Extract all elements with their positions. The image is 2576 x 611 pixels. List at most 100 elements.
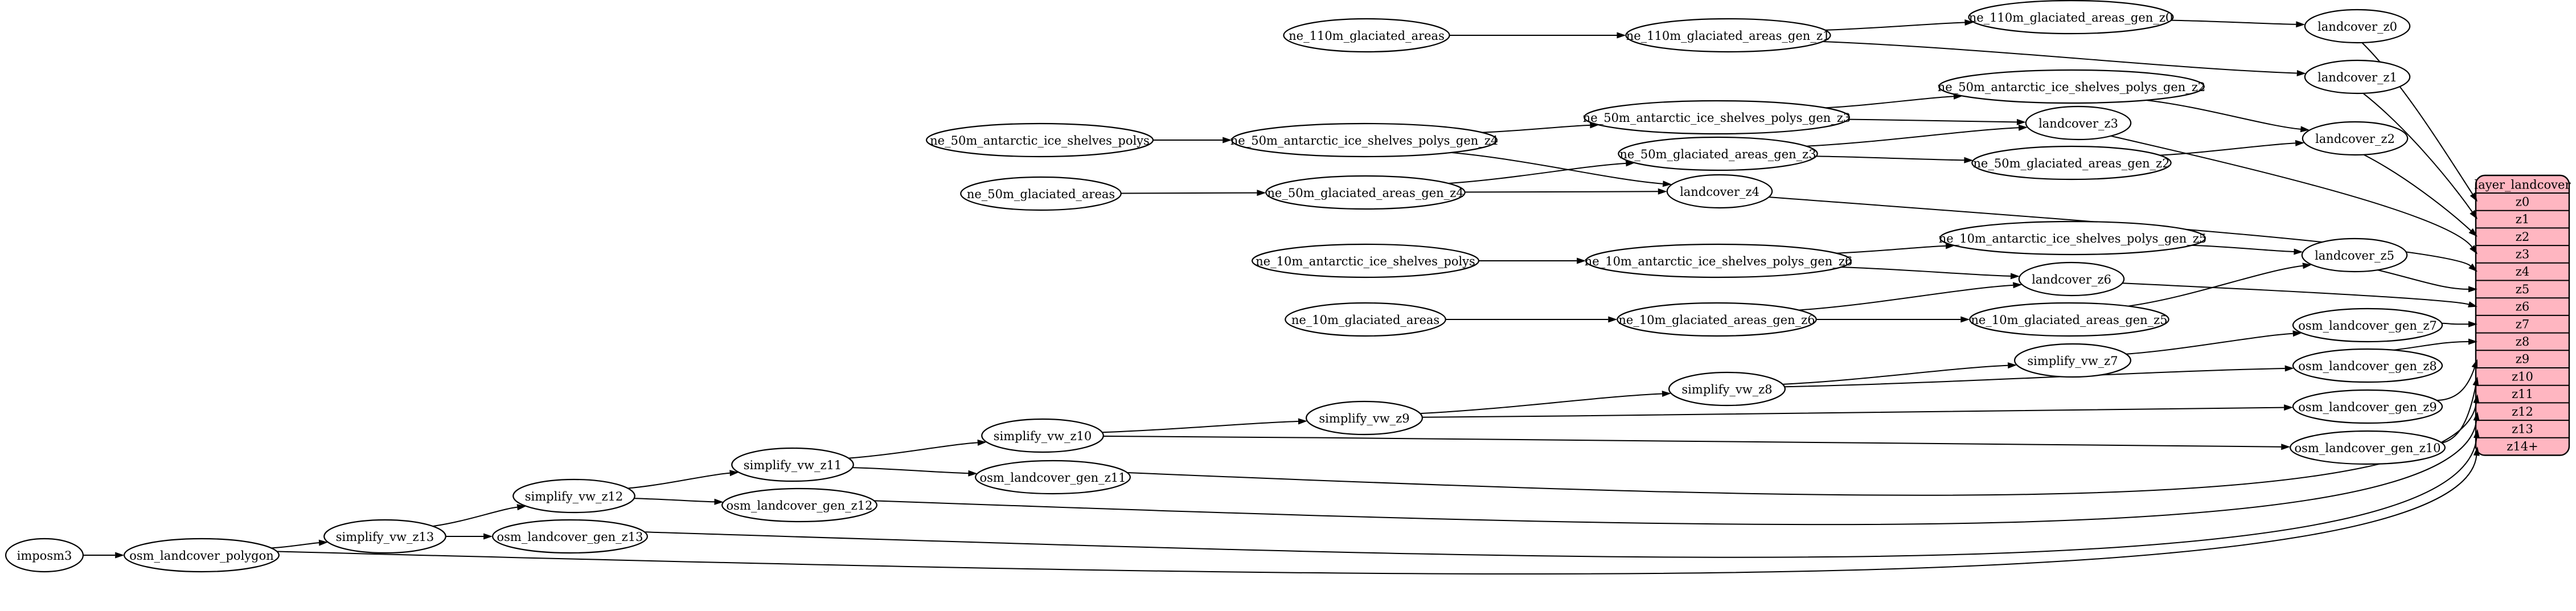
node-ellipse-ne_50m_antarctic_ice_shelves_polys [925,122,1154,158]
node-label-ne_50m_antarctic_ice_shelves_polys: ne_50m_antarctic_ice_shelves_polys [930,134,1150,147]
node-label-osm_landcover_gen_z9: osm_landcover_gen_z9 [2298,400,2437,414]
node-ellipse-osm_landcover_gen_z8 [2292,348,2443,383]
arrowhead-icon [318,539,329,546]
node-ellipse-ne_10m_antarctic_ice_shelves_polys_gen_z6 [1585,243,1852,278]
edge-landcover_z5-to-row-z5 [2377,269,2469,290]
node-label-ne_50m_antarctic_ice_shelves_polys_gen_z4: ne_50m_antarctic_ice_shelves_polys_gen_z… [1230,134,1499,147]
node-label-simplify_vw_z10: simplify_vw_z10 [994,429,1092,443]
node-simplify_vw_z7: simplify_vw_z7 [2014,343,2132,378]
edge-simplify_vw_z10-to-simplify_vw_z9 [1102,421,1298,433]
arrowhead-icon [1626,160,1635,167]
node-label-ne_110m_glaciated_areas: ne_110m_glaciated_areas [1289,29,1445,43]
arrowhead-icon [2468,321,2477,327]
edge-ne_50m_glaciated_areas_gen_z3-to-ne_50m_glaciated_areas_gen_z2 [1816,155,1964,161]
node-osm_landcover_gen_z11: osm_landcover_gen_z11 [975,460,1131,495]
node-label-ne_10m_antarctic_ice_shelves_polys: ne_10m_antarctic_ice_shelves_polys [1256,255,1475,268]
node-ne_10m_antarctic_ice_shelves_polys_gen_z6: ne_10m_antarctic_ice_shelves_polys_gen_z… [1585,243,1853,278]
arrowhead-icon [2473,394,2480,404]
node-ellipse-osm_landcover_gen_z10 [2290,430,2446,465]
node-ellipse-osm_landcover_gen_z9 [2292,389,2443,424]
node-label-ne_110m_glaciated_areas_gen_z0: ne_110m_glaciated_areas_gen_z0 [1969,11,2173,24]
node-ellipse-simplify_vw_z11 [731,447,854,482]
edge-ne_10m_antarctic_ice_shelves_polys_gen_z6-to-ne_10m_antarctic_ice_shelves_polys_gen_z5 [1836,245,1946,254]
node-label-ne_10m_glaciated_areas_gen_z6: ne_10m_glaciated_areas_gen_z6 [1618,313,1815,327]
node-label-ne_10m_glaciated_areas: ne_10m_glaciated_areas [1291,313,1439,327]
node-label-ne_10m_antarctic_ice_shelves_polys_gen_z6: ne_10m_antarctic_ice_shelves_polys_gen_z… [1585,255,1853,268]
node-simplify_vw_z9: simplify_vw_z9 [1306,400,1424,436]
edge-landcover_z4-to-row-z4 [1769,196,2471,266]
node-ne_110m_glaciated_areas_gen_z0: ne_110m_glaciated_areas_gen_z0 [1968,0,2174,35]
arrowhead-icon [2281,444,2291,450]
node-label-osm_landcover_polygon: osm_landcover_polygon [129,549,274,563]
node-label-simplify_vw_z12: simplify_vw_z12 [525,490,624,503]
edge-landcover_z1-to-row-z1 [2362,93,2473,212]
edge-ne_10m_glaciated_areas_gen_z5-to-landcover_z5 [2128,265,2303,307]
node-landcover_z6: landcover_z6 [2018,261,2125,297]
node-ellipse-simplify_vw_z13 [323,519,446,554]
arrowhead-icon [2468,301,2477,307]
arrowhead-icon [1945,243,1955,249]
node-ne_10m_glaciated_areas_gen_z5: ne_10m_glaciated_areas_gen_z5 [1969,302,2169,337]
node-ne_50m_antarctic_ice_shelves_polys: ne_50m_antarctic_ice_shelves_polys [925,122,1154,158]
node-ellipse-ne_50m_glaciated_areas_gen_z3 [1618,136,1818,171]
node-label-ne_50m_glaciated_areas_gen_z2: ne_50m_glaciated_areas_gen_z2 [1973,157,2169,170]
node-ne_50m_antarctic_ice_shelves_polys_gen_z2: ne_50m_antarctic_ice_shelves_polys_gen_z… [1938,69,2205,104]
edge-osm_landcover_gen_z8-to-row-z8 [2393,341,2469,351]
arrowhead-icon [2470,192,2477,202]
arrowhead-icon [2472,376,2479,387]
node-label-ne_50m_glaciated_areas_gen_z4: ne_50m_glaciated_areas_gen_z4 [1267,186,1463,200]
arrowhead-icon [977,439,987,446]
arrowhead-icon [2296,21,2306,28]
node-ellipse-ne_50m_glaciated_areas_gen_z2 [1971,145,2172,181]
node-ne_10m_antarctic_ice_shelves_polys: ne_10m_antarctic_ice_shelves_polys [1252,243,1480,278]
node-ellipse-osm_landcover_gen_z13 [492,519,648,554]
node-label-landcover_z4: landcover_z4 [1680,185,1759,199]
table-row-z7: z7 [2516,317,2529,331]
edge-ne_110m_glaciated_areas_gen_z1-to-landcover_z1 [1823,41,2297,74]
node-simplify_vw_z12: simplify_vw_z12 [512,478,635,514]
edge-osm_landcover_gen_z13-to-row-z13 [644,438,2477,558]
edge-osm_landcover_gen_z12-to-row-z12 [874,420,2477,526]
table-row-z12: z12 [2512,405,2533,419]
edge-simplify_vw_z12-to-simplify_vw_z11 [627,472,730,489]
arrowhead-icon [2016,118,2026,125]
node-label-osm_landcover_gen_z13: osm_landcover_gen_z13 [497,530,643,544]
edge-osm_landcover_polygon-to-row-z14+ [277,455,2477,575]
node-osm_landcover_gen_z12: osm_landcover_gen_z12 [721,487,877,523]
arrowhead-icon [2295,140,2305,146]
arrowhead-icon [2468,338,2477,345]
arrowhead-icon [2007,362,2017,369]
node-ellipse-simplify_vw_z12 [512,478,635,514]
node-ellipse-landcover_z6 [2018,261,2125,297]
node-ellipse-simplify_vw_z7 [2014,343,2132,378]
table-row-z13: z13 [2512,422,2533,436]
node-label-landcover_z6: landcover_z6 [2032,273,2111,286]
arrowhead-icon [2294,248,2303,255]
node-ellipse-landcover_z4 [1666,174,1773,209]
arrowhead-icon [2468,286,2477,293]
node-label-imposm3: imposm3 [17,549,72,563]
node-label-osm_landcover_gen_z11: osm_landcover_gen_z11 [980,471,1126,485]
arrowhead-icon [1298,418,1307,425]
node-ellipse-ne_10m_antarctic_ice_shelves_polys_gen_z5 [1939,220,2206,256]
table-row-z0: z0 [2516,195,2529,208]
arrowhead-icon [2473,411,2480,421]
table-title: layer_landcover [2474,178,2571,192]
node-ellipse-ne_110m_glaciated_areas_gen_z1 [1625,18,1831,53]
table-row-z2: z2 [2516,230,2529,244]
arrowhead-icon [729,470,739,477]
arrowhead-icon [2010,273,2020,280]
arrowhead-icon [1964,157,1974,163]
edge-ne_50m_antarctic_ice_shelves_polys_gen_z3-to-landcover_z3 [1848,118,2017,123]
edge-ne_110m_glaciated_areas_gen_z0-to-landcover_z0 [2171,19,2296,25]
table-row-z4: z4 [2516,265,2529,278]
node-ellipse-osm_landcover_gen_z7 [2292,307,2443,343]
node-simplify_vw_z11: simplify_vw_z11 [731,447,854,482]
table-row-z14+: z14+ [2507,440,2538,453]
node-ellipse-osm_landcover_gen_z12 [721,487,877,523]
arrowhead-icon [1223,137,1232,143]
arrowhead-icon [1960,316,1970,323]
node-ellipse-landcover_z3 [2025,105,2132,141]
edge-simplify_vw_z13-to-simplify_vw_z12 [432,506,518,527]
table-row-z6: z6 [2516,300,2529,314]
